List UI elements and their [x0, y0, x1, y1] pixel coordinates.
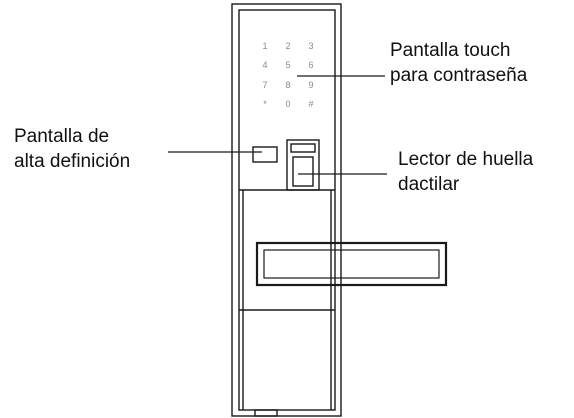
- keypad-key: 9: [308, 80, 313, 90]
- keypad-key: 3: [308, 41, 313, 51]
- fingerprint-reader-housing: [286, 139, 320, 191]
- keypad-key: 1: [262, 41, 267, 51]
- keypad-key: 4: [262, 60, 267, 70]
- keypad-key: 5: [285, 60, 290, 70]
- hd-display-label-line2: alta definición: [14, 151, 131, 172]
- door-handle-inner: [263, 249, 440, 279]
- keypad-key: 7: [262, 80, 267, 90]
- touch-screen-label-line2: para contraseña: [390, 65, 528, 86]
- bottom-latch: [254, 409, 278, 417]
- fingerprint-reader-top: [290, 143, 316, 153]
- touch-keypad: 1 2 3 4 5 6 7 8 9 * 0 #: [262, 41, 313, 109]
- hd-display-window: [252, 146, 278, 163]
- fingerprint-label-line1: Lector de huella: [398, 149, 534, 170]
- touch-screen-label: Pantalla touch para contraseña: [390, 38, 527, 88]
- hd-display-label-line1: Pantalla de: [14, 126, 110, 147]
- keypad-key: 0: [285, 99, 290, 109]
- fingerprint-label-line2: dactilar: [398, 174, 460, 195]
- keypad-key: #: [308, 99, 313, 109]
- hd-display-label: Pantalla de alta definición: [14, 124, 130, 174]
- fingerprint-sensor: [292, 156, 314, 187]
- door-handle: [255, 241, 448, 287]
- lock-body-outline: [231, 3, 342, 417]
- keypad-key: 8: [285, 80, 290, 90]
- keypad-key: 2: [285, 41, 290, 51]
- keypad-key: 6: [308, 60, 313, 70]
- lock-faceplate: [238, 9, 336, 411]
- touch-screen-label-line1: Pantalla touch: [390, 40, 511, 61]
- fingerprint-label: Lector de huella dactilar: [398, 147, 533, 197]
- keypad-key: *: [263, 99, 267, 109]
